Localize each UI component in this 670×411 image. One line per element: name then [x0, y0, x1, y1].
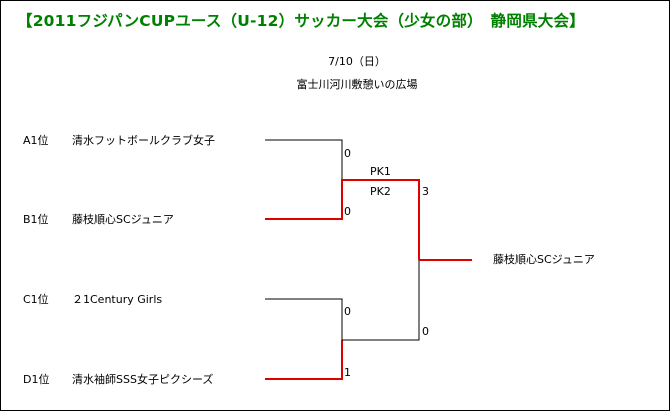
seed-a1: A1位 [23, 134, 49, 147]
bracket-line-b1 [265, 179, 420, 260]
team-b1: 藤枝順心SCジュニア [72, 213, 174, 226]
venue: 富士川河川敷憩いの広場 [296, 78, 418, 91]
score-d1: 1 [344, 366, 351, 379]
match-date: 7/10（日） [328, 55, 386, 68]
score-c1: 0 [344, 305, 351, 318]
team-a1: 清水フットボールクラブ女子 [72, 134, 215, 147]
seed-b1: B1位 [23, 213, 49, 226]
seed-c1: C1位 [23, 293, 49, 306]
pk-b1: PK2 [370, 185, 391, 198]
bracket-line-d1 [265, 340, 343, 380]
team-c1: ２1Century Girls [72, 293, 163, 306]
tournament-title: 【2011フジパンCUPユース（U-12）サッカー大会（少女の部） 静岡県大会】 [17, 12, 585, 30]
champion-team: 藤枝順心SCジュニア [493, 253, 595, 266]
bracket-line-c1 [265, 298, 343, 340]
score-final-top: 3 [422, 185, 429, 198]
score-a1: 0 [344, 147, 351, 160]
bracket-line-semifinal-2 [342, 260, 420, 341]
pk-a1: PK1 [370, 165, 391, 178]
team-d1: 清水袖師SSS女子ピクシーズ [72, 373, 214, 386]
bracket-line-a1 [265, 139, 343, 180]
seed-d1: D1位 [23, 373, 50, 386]
score-b1: 0 [344, 205, 351, 218]
score-final-bottom: 0 [422, 325, 429, 338]
